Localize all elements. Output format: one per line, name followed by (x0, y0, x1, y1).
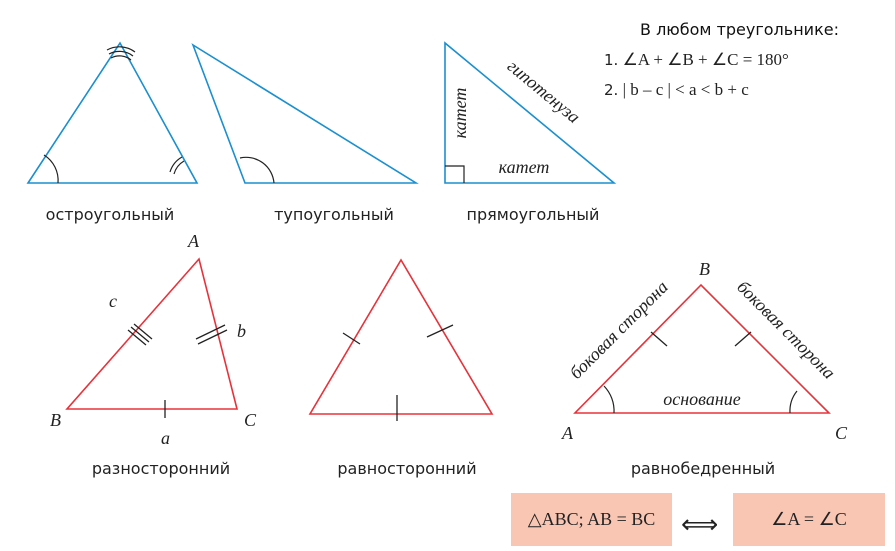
property-right-text: ∠A = ∠C (771, 509, 847, 529)
isosceles-triangle (573, 283, 831, 414)
isosceles-angle-arcs (603, 385, 798, 414)
scalene-side-c: c (109, 291, 117, 311)
rules-title: В любом треугольнике: (640, 20, 839, 39)
scalene-caption: разносторонний (92, 459, 230, 478)
property-left-box: △ABC; AB = BC (511, 493, 672, 546)
isosceles-base-label: основание (663, 389, 741, 409)
rule2-number: 2. (604, 81, 619, 99)
equilateral-tick-marks (342, 324, 454, 421)
equivalence-arrow-icon: ⟺ (681, 510, 719, 540)
right-hypotenuse-label: гипотенуза (504, 56, 584, 127)
isosceles-caption: равнобедренный (631, 459, 775, 478)
rule-angle-sum: 1. ∠A + ∠B + ∠C = 180° (604, 50, 789, 70)
acute-caption: остроугольный (46, 205, 175, 224)
right-triangle (444, 41, 617, 184)
isosceles-vertex-c: C (835, 423, 848, 443)
isosceles-side-right-label: боковая сторона (733, 277, 839, 383)
scalene-vertex-a: A (187, 231, 200, 251)
scalene-triangle (65, 257, 239, 410)
right-leg-horizontal-label: катет (499, 157, 550, 177)
scalene-side-a: a (161, 428, 170, 448)
rule2-text: | b – c | < a < b + c (622, 80, 749, 99)
acute-triangle (26, 41, 199, 184)
obtuse-caption: тупоугольный (274, 205, 394, 224)
isosceles-tick-marks (650, 331, 752, 347)
acute-angle-arcs (43, 46, 185, 184)
obtuse-angle-arc (239, 156, 275, 184)
rule1-number: 1. (604, 51, 619, 69)
scalene-tick-marks (127, 323, 228, 418)
property-right-box: ∠A = ∠C (733, 493, 885, 546)
isosceles-vertex-b: B (699, 259, 710, 279)
rule1-text: ∠A + ∠B + ∠C = 180° (622, 50, 789, 69)
scalene-vertex-b: B (50, 410, 61, 430)
right-leg-vertical-label: катет (450, 88, 470, 139)
equilateral-triangle (308, 258, 494, 415)
scalene-vertex-c: C (244, 410, 257, 430)
obtuse-triangle (191, 43, 419, 184)
rule-triangle-inequality: 2. | b – c | < a < b + c (604, 80, 749, 100)
isosceles-vertex-a: A (561, 423, 574, 443)
scalene-side-b: b (237, 321, 246, 341)
right-caption: прямоугольный (467, 205, 600, 224)
property-left-text: △ABC; AB = BC (527, 509, 656, 529)
equilateral-caption: равносторонний (337, 459, 476, 478)
right-angle-mark (445, 165, 465, 183)
